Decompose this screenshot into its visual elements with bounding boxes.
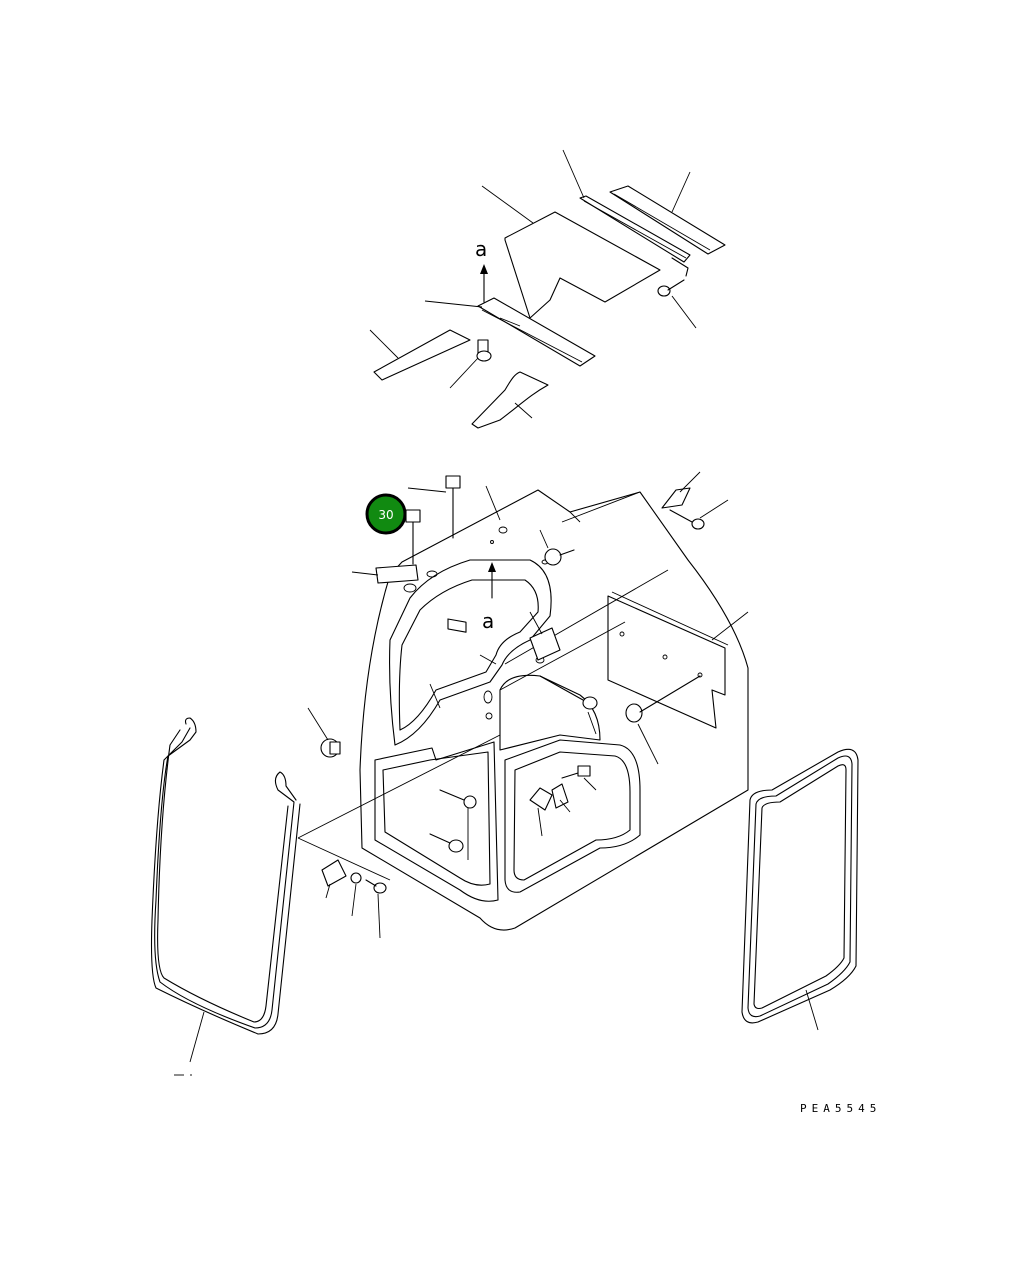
rear-grommet[interactable] xyxy=(625,675,701,723)
view-label-a-top: a xyxy=(475,237,487,261)
callout-badge[interactable]: 30 xyxy=(365,493,407,535)
roof-bracket[interactable] xyxy=(529,627,561,661)
bracket-lower[interactable] xyxy=(529,783,569,811)
hook-top-right[interactable] xyxy=(661,487,705,530)
leader-lines-cab xyxy=(307,471,749,939)
window-seal-left[interactable] xyxy=(150,717,301,1035)
view-label-a-cab: a xyxy=(482,609,494,633)
bolt-lower-1[interactable] xyxy=(439,789,477,809)
cab-fasteners: a xyxy=(307,471,749,939)
roof-liner-assembly: a xyxy=(369,149,726,429)
trim-rail[interactable] xyxy=(477,297,596,367)
trim-strip-right[interactable] xyxy=(609,185,726,255)
foam-pad-left[interactable] xyxy=(373,329,471,381)
view-arrow-top xyxy=(480,264,488,303)
grommet-roof[interactable] xyxy=(544,548,575,566)
plate-bottom[interactable] xyxy=(321,859,347,887)
rear-panel xyxy=(607,595,726,729)
cab-shell xyxy=(297,489,749,931)
clip-center[interactable] xyxy=(539,675,598,710)
cab-outline xyxy=(359,489,749,931)
bolt-top[interactable] xyxy=(445,475,467,633)
callout-number: 30 xyxy=(378,508,393,522)
trim-screw[interactable] xyxy=(657,279,685,297)
leader-lines-top xyxy=(369,149,697,419)
bracket-small[interactable] xyxy=(671,257,689,277)
push-clip[interactable] xyxy=(476,339,492,362)
foam-pad-lower[interactable] xyxy=(471,371,549,429)
roof-liner-panel[interactable] xyxy=(504,211,661,319)
drawing-code: PEA5545 xyxy=(800,1102,882,1115)
door-opening-left xyxy=(374,741,499,902)
bolt-lower-2[interactable] xyxy=(429,833,464,853)
bolt-lower-3[interactable] xyxy=(561,765,591,779)
bolt-left[interactable] xyxy=(405,509,421,565)
grommet-left[interactable] xyxy=(320,738,341,758)
door-opening-right xyxy=(499,674,601,751)
window-seal-right[interactable] xyxy=(741,748,859,1024)
screw-bottom[interactable] xyxy=(365,879,387,894)
leader-lines-seals xyxy=(174,989,819,1076)
view-arrow-cab xyxy=(488,540,496,599)
plate-left[interactable] xyxy=(375,564,419,584)
door-frame-left xyxy=(389,559,552,746)
nut-bottom[interactable] xyxy=(350,872,362,884)
